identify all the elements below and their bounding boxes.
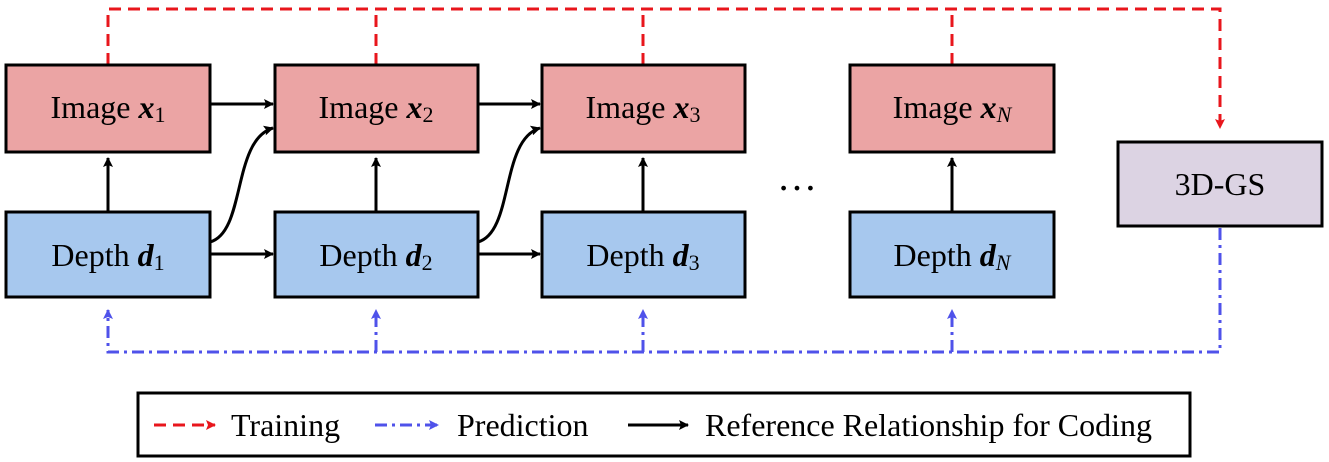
- training-top-line: [106, 7, 1225, 129]
- legend: Training Prediction Reference Relationsh…: [136, 391, 1192, 458]
- gs-label: 3D-GS: [1175, 166, 1266, 202]
- prediction-bottom-line: [103, 228, 1222, 354]
- reference-connections: [103, 99, 957, 259]
- depth-box-n: Depth dN: [848, 210, 1056, 299]
- ref-depth1-to-image2: [209, 125, 274, 244]
- ref-depth2-to-image3: [477, 125, 541, 244]
- legend-prediction-label: Prediction: [457, 407, 589, 443]
- image-label-n: Image xN: [893, 89, 1013, 127]
- image-box-3: Image x3: [540, 63, 747, 154]
- depth-box-1: Depth d1: [4, 210, 212, 299]
- depth-box-2: Depth d2: [273, 210, 480, 299]
- image-box-1: Image x1: [4, 63, 212, 154]
- training-connections: [106, 7, 1225, 129]
- depth-label-1: Depth d1: [51, 237, 164, 275]
- image-label-3: Image x3: [586, 89, 701, 127]
- depth-label-n: Depth dN: [894, 237, 1012, 275]
- depth-label-3: Depth d3: [586, 237, 699, 275]
- image-label-2: Image x2: [319, 89, 434, 127]
- prediction-connections: [103, 228, 1222, 354]
- legend-training-label: Training: [231, 407, 340, 443]
- ellipsis: …: [777, 154, 817, 199]
- image-box-n: Image xN: [848, 63, 1056, 154]
- depth-label-2: Depth d2: [319, 237, 432, 275]
- image-box-2: Image x2: [273, 63, 480, 154]
- legend-reference-label: Reference Relationship for Coding: [705, 407, 1152, 443]
- depth-box-3: Depth d3: [540, 210, 747, 299]
- gs-box: 3D-GS: [1116, 140, 1324, 228]
- image-label-1: Image x1: [51, 89, 166, 127]
